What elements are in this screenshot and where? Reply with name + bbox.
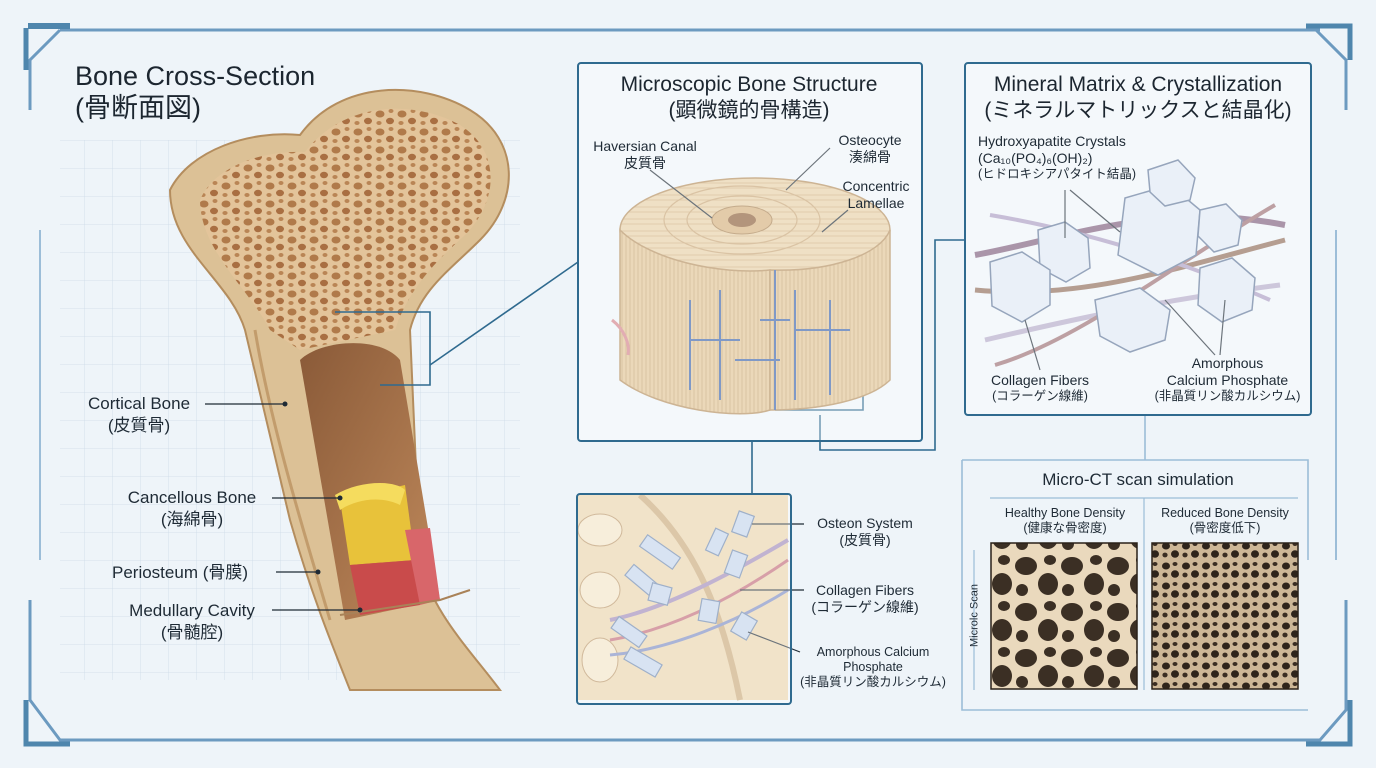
label-detail-amorphous: Amorphous Calcium Phosphate (非晶質リン酸カルシウム… (800, 645, 946, 689)
microct-side-label: Microlc Scan (968, 584, 981, 647)
microscopic-panel (577, 62, 923, 442)
femur-illustration (168, 89, 510, 691)
label-cancellous-bone: Cancellous Bone (海綿骨) (127, 488, 257, 529)
detail-panel (576, 493, 792, 705)
label-healthy-density: Healthy Bone Density (健康な骨密度) (1004, 506, 1126, 535)
microct-panel-outline (961, 459, 1309, 711)
label-concentric-lamellae: Concentric Lamellae (842, 178, 910, 211)
label-mineral-amorphous: Amorphous Calcium Phosphate (非晶質リン酸カルシウム… (1154, 355, 1301, 403)
cross-section-subtitle: (骨断面図) (75, 93, 201, 123)
reduced-ct-image (1151, 542, 1299, 690)
label-haversian-canal: Haversian Canal 皮質骨 (593, 138, 697, 171)
label-cortical-bone: Cortical Bone (皮質骨) (87, 394, 191, 435)
microscopic-title: Microscopic Bone Structure (顕微鏡的骨構造) (620, 73, 878, 122)
mineral-panel (964, 62, 1312, 416)
mineral-title: Mineral Matrix & Crystallization (ミネラルマト… (984, 73, 1292, 122)
label-medullary-cavity: Medullary Cavity (骨髄腔) (129, 601, 255, 642)
osteon-illustration (611, 177, 891, 415)
microct-title: Micro-CT scan simulation (1042, 470, 1234, 489)
healthy-ct-image (990, 542, 1138, 690)
label-detail-collagen: Collagen Fibers (コラーゲン線維) (811, 582, 919, 615)
label-hydroxyapatite: Hydroxyapatite Crystals (Ca₁₀(PO₄)₆(OH)₂… (978, 133, 1137, 181)
detail-illustration (577, 492, 790, 701)
label-mineral-collagen: Collagen Fibers (コラーゲン線維) (990, 372, 1090, 403)
cross-section-title: Bone Cross-Section (75, 61, 316, 91)
label-osteon-system: Osteon System (皮質骨) (817, 515, 913, 548)
label-periosteum: Periosteum (骨膜) (112, 563, 249, 582)
mineral-illustration (974, 159, 1286, 367)
label-reduced-density: Reduced Bone Density (骨密度低下) (1161, 506, 1289, 535)
label-osteocyte: Osteocyte 湊綿骨 (838, 132, 902, 165)
